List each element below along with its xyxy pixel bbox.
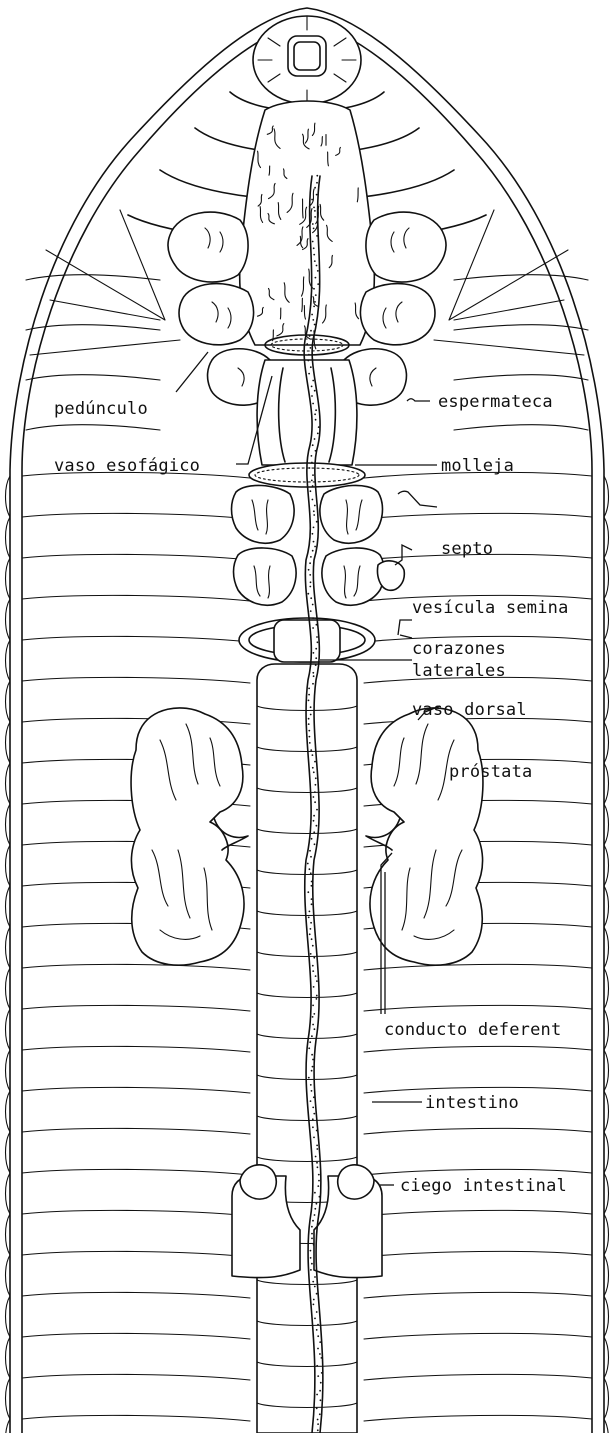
- seminal-vesicle-left: [232, 485, 297, 605]
- label-ciego-intestinal: ciego intestinal: [400, 1176, 567, 1196]
- label-pedunculo: pedúnculo: [54, 399, 148, 419]
- label-conducto-deferente: conducto deferent: [384, 1020, 561, 1040]
- segment-line: [22, 595, 250, 601]
- label-intestino: intestino: [425, 1093, 519, 1113]
- segment-line: [22, 1374, 250, 1380]
- segment-line: [22, 1333, 250, 1339]
- segment-line: [22, 677, 250, 683]
- segment-line: [364, 1169, 592, 1175]
- segment-line: [364, 1046, 592, 1052]
- segment-line: [22, 636, 250, 642]
- segment-line: [364, 964, 592, 970]
- segment-line: [22, 1087, 250, 1093]
- prostate-right: [370, 708, 483, 965]
- segment-line: [364, 1333, 592, 1339]
- segment-line: [22, 1251, 250, 1257]
- segment-line: [22, 1292, 250, 1298]
- segment-line: [364, 1415, 592, 1421]
- label-vesicula-seminal: vesícula semina: [412, 598, 569, 618]
- segment-line: [22, 554, 250, 560]
- label-septo: septo: [441, 539, 493, 559]
- segment-line: [364, 1374, 592, 1380]
- segment-line: [22, 1210, 250, 1216]
- segment-line: [22, 1415, 250, 1421]
- segment-line: [364, 513, 592, 519]
- label-vaso-dorsal: vaso dorsal: [412, 700, 527, 720]
- label-vaso-esofagico: vaso esofágico: [54, 456, 200, 476]
- pharynx: [240, 101, 375, 349]
- label-espermateca: espermateca: [438, 392, 553, 412]
- seminal-vesicle-right: [320, 485, 404, 605]
- label-prostata: próstata: [449, 762, 532, 782]
- segment-line: [22, 964, 250, 970]
- segment-line: [364, 1292, 592, 1298]
- prostomium: [253, 16, 361, 104]
- label-molleja: molleja: [441, 456, 514, 476]
- segment-line: [364, 1128, 592, 1134]
- segment-line: [22, 1169, 250, 1175]
- prostate-left: [131, 708, 244, 965]
- segment-line: [22, 1046, 250, 1052]
- segment-line: [364, 1210, 592, 1216]
- lateral-hearts: [239, 618, 375, 662]
- segment-line: [364, 1251, 592, 1257]
- label-laterales: laterales: [412, 661, 506, 681]
- segment-line: [22, 1005, 250, 1011]
- segment-line: [364, 1005, 592, 1011]
- segment-line: [22, 1128, 250, 1134]
- label-corazones: corazones: [412, 639, 506, 659]
- segment-line: [22, 513, 250, 519]
